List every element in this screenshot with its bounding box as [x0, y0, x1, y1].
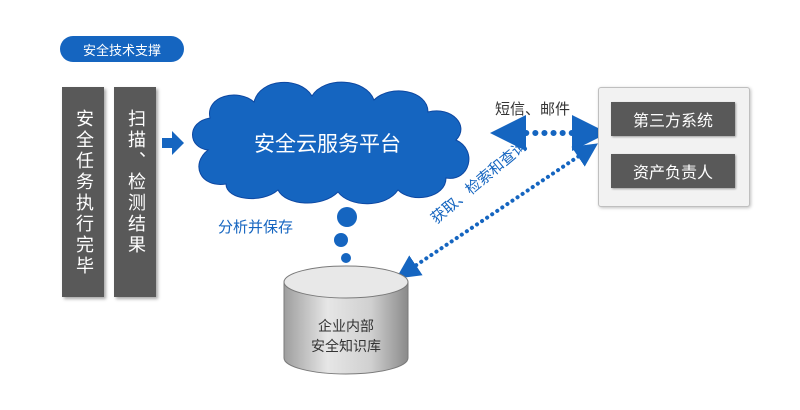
security-support-label: 安全技术支撑: [82, 43, 161, 59]
bubble-large: [337, 207, 357, 227]
asset-owner-label: 资产负责人: [632, 163, 713, 182]
analyze-save-label: 分析并保存: [218, 218, 294, 236]
notify-label: 短信、邮件: [495, 100, 571, 118]
cloud-platform-label: 安全云服务平台: [254, 132, 401, 156]
task-complete-column: 安全任务执行完毕: [62, 87, 104, 297]
database-label-line2: 安全知识库: [311, 339, 381, 355]
third-party-system-label: 第三方系统: [632, 111, 713, 130]
scan-result-column: 扫描、检测结果: [114, 87, 156, 297]
database-label-line1: 企业内部: [318, 319, 374, 335]
security-support-badge: 安全技术支撑: [60, 36, 184, 62]
scan-result-label: 扫描、检测结果: [125, 109, 146, 256]
task-complete-label: 安全任务执行完毕: [73, 109, 94, 277]
third-party-panel: 第三方系统 资产负责人: [598, 87, 750, 207]
fetch-arrow: [396, 143, 598, 279]
third-party-system-box: 第三方系统: [611, 102, 735, 136]
asset-owner-box: 资产负责人: [611, 154, 735, 188]
input-arrow: [162, 131, 184, 155]
database-cylinder: [283, 265, 409, 375]
bubble-small: [341, 253, 351, 263]
bubble-medium: [334, 233, 348, 247]
